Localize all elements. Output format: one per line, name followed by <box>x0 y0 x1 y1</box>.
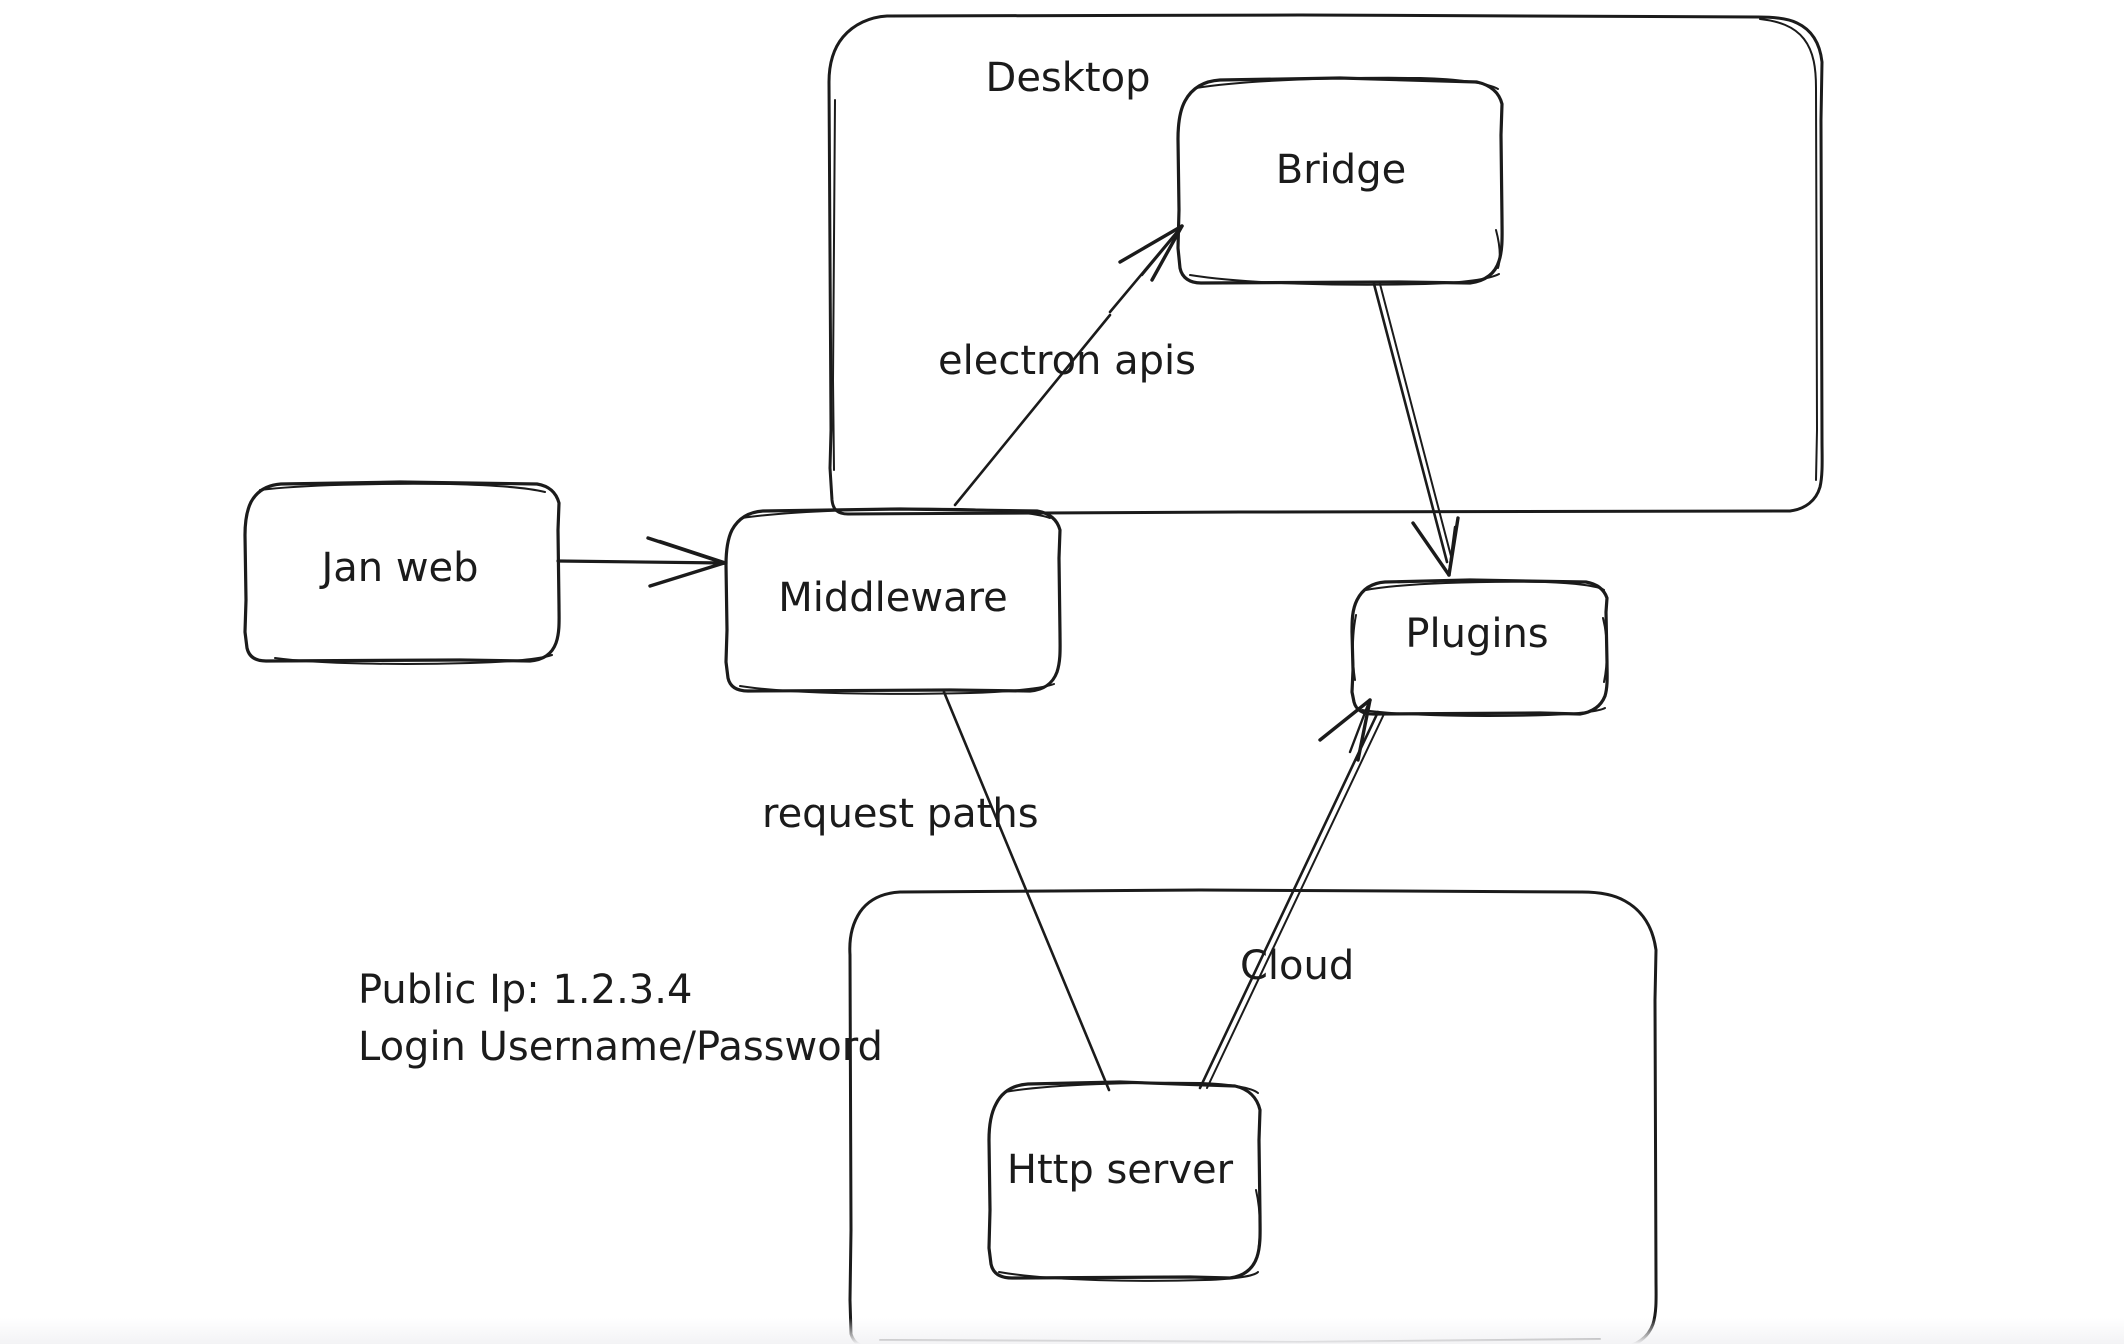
node-middleware[interactable]: Middleware <box>724 507 1062 695</box>
edge-label-cloud: Cloud <box>1240 943 1354 989</box>
edge-bridge-plugins <box>1372 282 1460 577</box>
node-bridge[interactable]: Bridge <box>1176 76 1504 286</box>
edge-janweb-middleware <box>556 536 728 588</box>
edge-middleware-httpserver <box>942 690 1111 1092</box>
notes-block: Public Ip: 1.2.3.4 Login Username/Passwo… <box>358 967 883 1070</box>
edge-label-electron-apis: electron apis <box>938 338 1196 384</box>
note-login: Login Username/Password <box>358 1024 883 1070</box>
node-plugins[interactable]: Plugins <box>1350 578 1609 717</box>
node-http-server[interactable]: Http server <box>987 1080 1262 1282</box>
group-label-desktop: Desktop <box>986 55 1151 101</box>
node-label-plugins: Plugins <box>1405 611 1548 657</box>
node-jan-web[interactable]: Jan web <box>243 480 561 665</box>
edge-middleware-bridge: electron apis <box>938 224 1196 507</box>
edge-httpserver-plugins <box>1198 698 1385 1090</box>
note-public-ip: Public Ip: 1.2.3.4 <box>358 967 692 1013</box>
node-label-middleware: Middleware <box>778 575 1008 621</box>
node-label-http-server: Http server <box>1007 1147 1234 1193</box>
node-label-bridge: Bridge <box>1276 147 1406 193</box>
node-label-jan-web: Jan web <box>318 545 478 591</box>
edge-label-request-paths: request paths <box>762 791 1039 837</box>
group-desktop: Desktop <box>827 13 1824 516</box>
